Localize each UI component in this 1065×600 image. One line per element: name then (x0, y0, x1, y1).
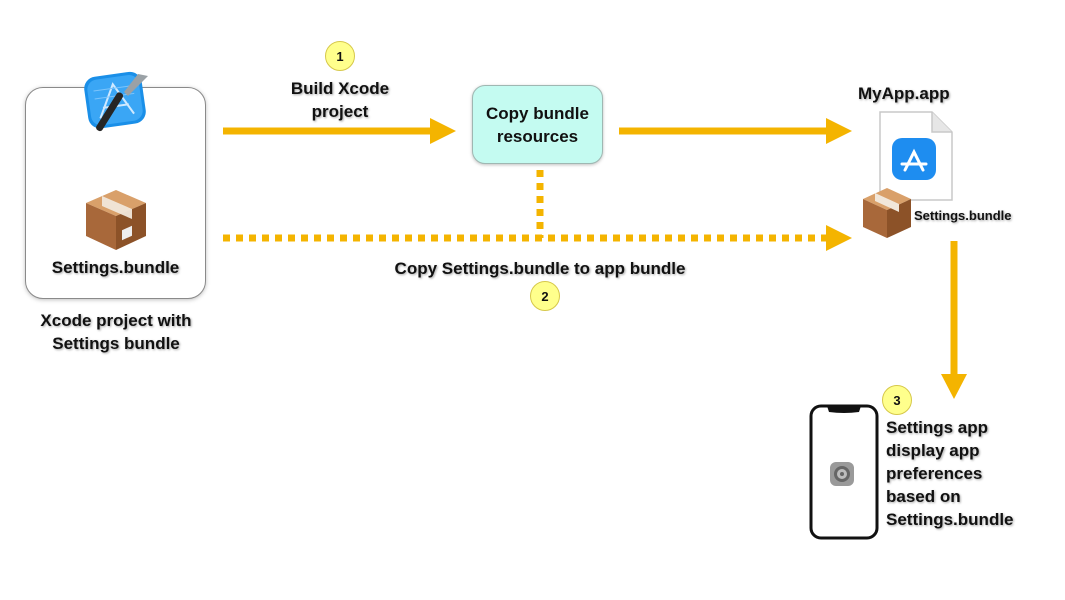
step-1-label-line2: project (311, 102, 369, 121)
step-2-badge: 2 (530, 281, 560, 311)
source-bundle-label: Settings.bundle (51, 258, 180, 277)
step-3-line1: Settings app (886, 418, 989, 437)
step-3-label: Settings app display app preferences bas… (886, 416, 1014, 531)
step-1-label: Build Xcode project (260, 77, 420, 123)
process-label-line1: Copy bundle (486, 103, 589, 123)
settings-bundle-dotted-arrow (223, 225, 852, 251)
step-3-line3: preferences (886, 464, 983, 483)
process-label-line2: resources (496, 126, 579, 146)
target-bundle-label: Settings.bundle (914, 208, 1012, 223)
source-caption-line1: Xcode project with (40, 311, 192, 330)
copy-bundle-resources-label: Copy bundle resources (486, 102, 589, 148)
xcode-icon (80, 66, 156, 132)
step-3-badge: 3 (882, 385, 912, 415)
copy-bundle-resources-box: Copy bundle resources (472, 85, 603, 164)
source-caption: Xcode project with Settings bundle (18, 309, 214, 355)
package-icon (82, 186, 150, 254)
settings-gear-icon (829, 461, 855, 487)
step-1-label-line1: Build Xcode (290, 79, 390, 98)
source-caption-line2: Settings bundle (52, 334, 180, 353)
step-3-line4: based on (886, 487, 961, 506)
app-name-label: MyApp.app (858, 84, 950, 103)
target-package-icon (860, 185, 914, 241)
step-3-line2: display app (886, 441, 980, 460)
app-store-document-icon (878, 110, 954, 202)
step-1-badge: 1 (325, 41, 355, 71)
build-arrow (223, 118, 456, 144)
step-2-label: Copy Settings.bundle to app bundle (394, 259, 686, 278)
copy-to-app-arrow (619, 118, 852, 144)
install-arrow (941, 241, 967, 399)
step-3-line5: Settings.bundle (886, 510, 1014, 529)
